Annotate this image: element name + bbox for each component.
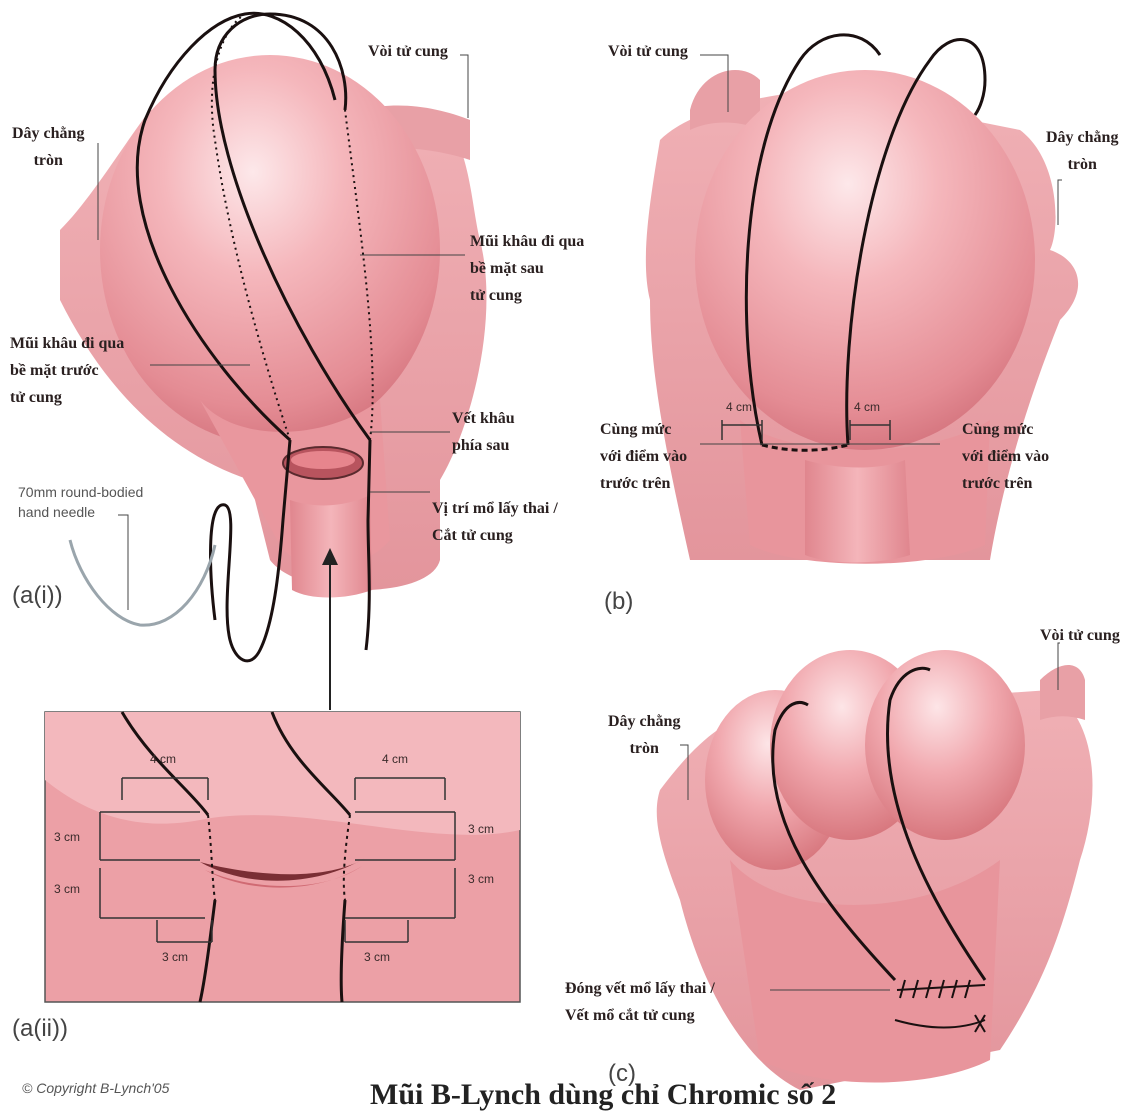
a-ii-measure-right-lower: 3 cm <box>468 872 494 886</box>
b-same-level-left-label: Cùng mức với điểm vào trước trên <box>600 416 687 497</box>
a-ii-measure-right-upper: 3 cm <box>468 822 494 836</box>
c-round-ligament-label: Dây chằng tròn <box>608 708 680 762</box>
b-same-level-right-label: Cùng mức với điểm vào trước trên <box>962 416 1049 497</box>
a-i-fallopian-tube-label: Vòi tử cung <box>368 38 448 65</box>
a-i-posterior-stitch-label: Mũi khâu đi qua bề mặt sau tử cung <box>470 228 584 309</box>
b-fallopian-tube-label: Vòi tử cung <box>608 38 688 65</box>
a-ii-measure-bottom-right: 3 cm <box>364 950 390 964</box>
panel-c-figure <box>657 643 1093 1090</box>
c-closure-label: Đóng vết mổ lấy thai / Vết mổ cắt tử cun… <box>565 975 715 1029</box>
a-i-anterior-stitch-label: Mũi khâu đi qua bề mặt trước tử cung <box>10 330 124 411</box>
panel-a-ii-figure <box>45 712 520 1002</box>
a-i-round-ligament-label: Dây chằng tròn <box>12 120 84 174</box>
a-ii-measure-left-lower: 3 cm <box>54 882 80 896</box>
figure-title: Mũi B-Lynch dùng chỉ Chromic số 2 <box>370 1078 836 1112</box>
a-ii-measure-top-left: 4 cm <box>150 752 176 766</box>
a-i-posterior-suture-label: Vết khâu phía sau <box>452 405 515 459</box>
copyright-text: © Copyright B-Lynch'05 <box>22 1080 169 1096</box>
b-measure-left: 4 cm <box>726 400 752 414</box>
b-round-ligament-label: Dây chằng tròn <box>1046 124 1118 178</box>
panel-tag-a-ii: (a(ii)) <box>12 1015 68 1043</box>
a-ii-measure-top-right: 4 cm <box>382 752 408 766</box>
a-i-incision-site-label: Vị trí mổ lấy thai / Cắt tử cung <box>432 495 558 549</box>
a-i-needle-label: 70mm round-bodied hand needle <box>18 482 143 522</box>
c-fallopian-tube-label: Vòi tử cung <box>1040 622 1120 649</box>
panel-tag-b: (b) <box>604 588 633 616</box>
b-measure-right: 4 cm <box>854 400 880 414</box>
a-ii-measure-bottom-left: 3 cm <box>162 950 188 964</box>
panel-tag-a-i: (a(i)) <box>12 582 63 610</box>
a-ii-measure-left-upper: 3 cm <box>54 830 80 844</box>
